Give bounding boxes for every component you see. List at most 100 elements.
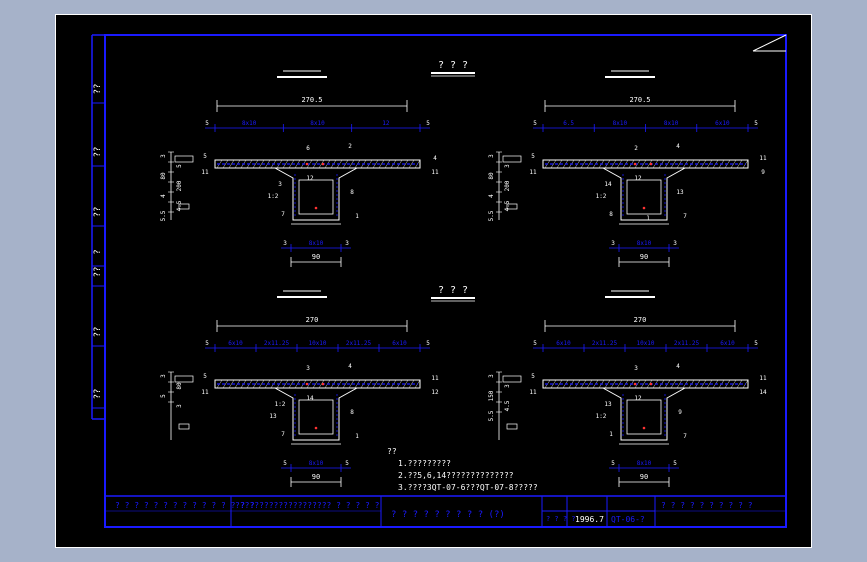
callout-label: 5 [531, 373, 535, 380]
edge-mark: 5 [426, 120, 430, 127]
section-title-top: ? ? ? [431, 60, 475, 77]
left-dim-label: 3 [488, 154, 495, 158]
callout-label: 8 [609, 211, 613, 218]
segment-label: 10x10 [308, 340, 326, 347]
segment-label: 10x10 [636, 340, 654, 347]
overall-dim-label: 270.5 [301, 96, 322, 104]
rebar-dot [305, 162, 309, 166]
callout-label: 5 [203, 153, 207, 160]
girder-cavity [626, 179, 662, 215]
title-cell-7: ? ? ? ? ? ? ? ? ? ? [661, 501, 753, 510]
slab-hatch [580, 379, 587, 389]
left-dim-label: 4.5 [504, 400, 511, 411]
girder-web [602, 387, 686, 441]
side-label: ?? [93, 267, 103, 278]
left-detail [506, 203, 518, 210]
left-dim-label: 5 [176, 164, 183, 168]
left-dim-label: 3 [160, 374, 167, 378]
slab-hatch [282, 159, 289, 169]
inner-frame [104, 34, 787, 528]
bottom-segment-label: 5 [611, 460, 615, 467]
slab-hatch [646, 379, 653, 389]
left-dim-label: 3 [160, 154, 167, 158]
slab-hatch [586, 159, 593, 169]
slab-hatch [258, 159, 265, 169]
girder-cavity [298, 399, 334, 435]
callout-label: 4 [676, 143, 680, 150]
slab-hatch [372, 379, 379, 389]
slab-hatch [282, 379, 289, 389]
bottom-segment-label: 8x10 [637, 240, 652, 247]
left-dim-label: 3 [504, 164, 511, 168]
callout-label: 1 [355, 213, 359, 220]
left-dim-label: 3 [504, 384, 511, 388]
callout-label: 11 [431, 169, 439, 176]
slab-hatch [730, 159, 737, 169]
slab-hatch [288, 159, 295, 169]
callout-label: 11 [529, 169, 537, 176]
callout-label: 12 [431, 389, 439, 396]
overall-dim-label: 270.5 [629, 96, 650, 104]
section-title-mid: ? ? ? [431, 285, 475, 302]
slab-hatch [736, 379, 743, 389]
segment-label: 2x11.25 [264, 340, 290, 347]
callout-label: 11 [431, 375, 439, 382]
left-detail [174, 155, 194, 163]
edge-mark: 5 [533, 120, 537, 127]
bottom-total-label: 90 [640, 473, 648, 481]
edge-mark: 5 [205, 120, 209, 127]
left-dim-label: 4 [160, 194, 167, 198]
edge-mark: 5 [533, 340, 537, 347]
left-detail [502, 375, 522, 383]
rebar-dot [321, 382, 325, 386]
left-dim-label: 4.5 [504, 200, 511, 211]
edge-mark: 5 [754, 340, 758, 347]
bottom-segment-label: 3 [611, 240, 615, 247]
callout-label: 7 [683, 433, 687, 440]
callout-label: 6 [306, 145, 310, 152]
left-dim-label: 200 [504, 180, 511, 191]
girder-web [274, 167, 358, 221]
callout-label: 3 [634, 365, 638, 372]
callout-label: 13 [676, 189, 684, 196]
bottom-segment-label: 8x10 [309, 460, 324, 467]
bottom-segment-label: 3 [345, 240, 349, 247]
callout-label: 7 [281, 431, 285, 438]
callout-label: 1 [609, 431, 613, 438]
left-dim-label: 3 [488, 374, 495, 378]
slab-hatch [700, 379, 707, 389]
slab-hatch [676, 379, 683, 389]
side-label: ?? [93, 147, 103, 158]
notes-heading: ?? [387, 447, 397, 456]
rebar-dot [642, 426, 646, 430]
slab-hatch [222, 379, 229, 389]
segment-label: 12 [382, 120, 390, 127]
slab-hatch [402, 379, 409, 389]
segment-label: 6x10 [556, 340, 571, 347]
slab-hatch [616, 379, 623, 389]
girder-web [602, 167, 686, 221]
rebar-dot [642, 206, 646, 210]
callout-label: 11 [201, 389, 209, 396]
segment-label: 6x10 [392, 340, 407, 347]
left-detail [178, 423, 190, 430]
notes: ?? 1.????????? 2.??5,6,14?????????????? … [387, 447, 538, 492]
slab-hatch [550, 379, 557, 389]
callout-label: 1:2 [268, 193, 279, 200]
left-dim-label: 5.5 [488, 410, 495, 421]
callout-label: 4 [433, 155, 437, 162]
callout-label: 12 [634, 175, 642, 182]
left-detail [506, 423, 518, 430]
title-block: ? ? ? ? ? ? ? ? ? ? ? ? ? ? ? ??????????… [105, 495, 786, 527]
segment-label: 8x10 [613, 120, 628, 127]
note-line-1: 1.????????? [398, 459, 451, 468]
bottom-segment-label: 3 [673, 240, 677, 247]
segment-label: 6x10 [228, 340, 243, 347]
left-dim-label: 80 [488, 172, 495, 180]
slab-hatch [556, 159, 563, 169]
side-label: ?? [93, 207, 103, 218]
deck-slab [542, 379, 749, 389]
slab-hatch [378, 159, 385, 169]
left-dim-label: 200 [176, 180, 183, 191]
